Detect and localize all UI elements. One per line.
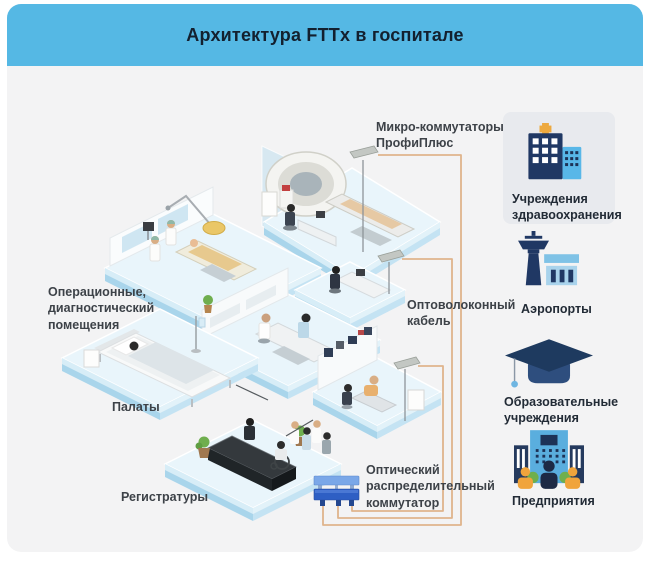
- equipment-wall: [317, 325, 378, 391]
- surgical-lamp: [165, 194, 226, 235]
- optical-distribution-switch: [313, 475, 360, 506]
- hospital-bed: [94, 329, 232, 407]
- page-title: Архитектура FTTx в госпитале: [186, 24, 464, 45]
- procedure-chair: [350, 375, 398, 413]
- wheelchair-patient: [270, 441, 290, 470]
- fiber-cable-3: [351, 365, 444, 512]
- treatment-room: [311, 325, 443, 439]
- nightstand: [83, 349, 100, 368]
- airport-icon: [518, 231, 579, 286]
- cabinet: [261, 191, 278, 217]
- receptionist: [244, 418, 255, 440]
- plant: [195, 436, 210, 458]
- label-optical-switch: Оптический распределительный коммутатор: [366, 463, 495, 510]
- window: [158, 204, 188, 235]
- patient: [298, 313, 311, 338]
- device: [336, 341, 344, 349]
- micro-switch-a: [349, 145, 379, 159]
- label-wards: Палаты: [112, 400, 160, 414]
- mri-room: [261, 145, 442, 289]
- device: [348, 336, 357, 344]
- label-operating-rooms: Операционные, диагностический помещения: [48, 285, 155, 332]
- monitor: [143, 222, 154, 240]
- mri-patient-table: [324, 193, 416, 246]
- visitor: [322, 432, 331, 454]
- registration-area: [163, 418, 343, 521]
- operating-table: [174, 239, 258, 282]
- office-desk: [334, 269, 392, 299]
- education-icon: [505, 339, 593, 388]
- surgeon: [149, 236, 161, 262]
- fiber-cable-2: [337, 258, 453, 519]
- doctor: [258, 313, 271, 344]
- surgeon: [165, 220, 177, 246]
- micro-switch-c: [393, 356, 421, 370]
- sidebar-item-airports-label: Аэропорты: [521, 302, 592, 316]
- enterprise-icon: [514, 430, 584, 489]
- drawer-unit: [407, 389, 425, 411]
- plant: [203, 295, 213, 313]
- micro-switches: [349, 145, 421, 370]
- device: [324, 348, 333, 357]
- visitor: [312, 420, 321, 443]
- room-network-links: [235, 384, 314, 437]
- micro-switch-b: [377, 249, 405, 263]
- label-fiber-cable: Оптоволоконный кабель: [407, 298, 516, 329]
- header-bar: Архитектура FTTx в госпитале: [7, 4, 643, 66]
- micro-switch-poles: [362, 160, 406, 421]
- label-registration: Регистратуры: [121, 490, 209, 504]
- mri-operator-desk: [283, 204, 337, 247]
- device: [358, 330, 364, 335]
- sidebar-item-healthcare-label: Учреждения здравоохранения: [512, 192, 622, 223]
- office-room: [293, 261, 407, 331]
- sidebar-item-enterprises-label: Предприятия: [512, 494, 595, 508]
- cabinet: [210, 303, 240, 328]
- label-micro-switches: Микро-коммутаторы ПрофиПлюс: [376, 120, 504, 151]
- medical-cart: [279, 185, 294, 209]
- cabinet: [246, 285, 276, 310]
- reception-desk: [207, 435, 297, 491]
- doctor: [341, 384, 353, 410]
- device: [364, 327, 372, 335]
- hospital-icon: [528, 123, 582, 180]
- iv-stand: [191, 316, 206, 353]
- office-worker: [329, 266, 341, 294]
- fiber-cables: [322, 154, 462, 526]
- fiber-cable-1: [322, 154, 462, 526]
- visitor: [302, 427, 311, 450]
- sidebar-item-education-label: Образовательные учреждения: [504, 395, 619, 426]
- ward-room: [60, 308, 260, 420]
